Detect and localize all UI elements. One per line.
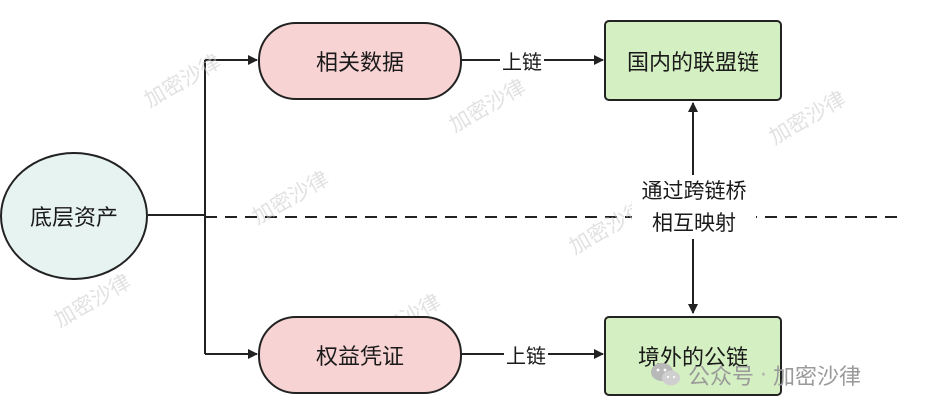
footer-separator: · [760, 362, 768, 388]
node-label: 权益凭证 [315, 345, 404, 370]
edge-label-bridge: 通过跨链桥 相互映射 [632, 175, 756, 239]
footer-account-type: 公众号 [688, 365, 755, 390]
node-label: 底层资产 [29, 206, 118, 231]
node-label: 相关数据 [315, 51, 404, 76]
footer-watermark: 公众号 · 加密沙律 [650, 357, 861, 393]
node-underlying-assets: 底层资产 [0, 152, 148, 280]
edge-label-onchain-top: 上链 [500, 50, 544, 74]
bridge-label-line2: 相互映射 [652, 211, 736, 235]
node-equity-certificate: 权益凭证 [258, 316, 462, 394]
node-label: 国内的联盟链 [626, 50, 759, 76]
bridge-label-line1: 通过跨链桥 [641, 179, 747, 203]
node-domestic-consortium-chain: 国内的联盟链 [604, 20, 782, 101]
edge-label-onchain-bottom: 上链 [504, 344, 548, 368]
footer-account-name: 加密沙律 [773, 365, 862, 390]
wechat-icon [651, 363, 680, 386]
node-related-data: 相关数据 [258, 22, 462, 100]
